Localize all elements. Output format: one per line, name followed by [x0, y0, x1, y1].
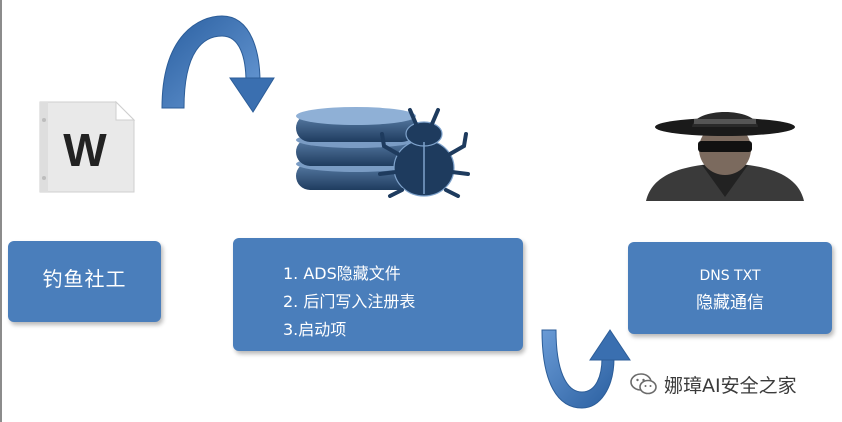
- step-list: 1. ADS隐藏文件 2. 后门写入注册表 3.启动项: [283, 260, 415, 344]
- list-item: 3.启动项: [283, 320, 347, 339]
- list-item: 2. 后门写入注册表: [283, 292, 416, 311]
- step-label: 钓鱼社工: [42, 267, 127, 291]
- step-box-dns: DNS TXT 隐藏通信: [628, 242, 832, 334]
- watermark-text: 娜璋AI安全之家: [664, 374, 797, 397]
- curved-arrow-icon: [541, 329, 631, 409]
- step-subtitle: 隐藏通信: [696, 293, 764, 313]
- hacker-icon: [646, 112, 804, 201]
- doc-letter: W: [63, 124, 107, 176]
- wechat-icon: [630, 373, 657, 395]
- watermark: 娜璋AI安全之家: [630, 370, 797, 398]
- database-bug-icon: [296, 107, 470, 198]
- step-title: DNS TXT: [699, 268, 761, 284]
- step-box-phishing: 钓鱼社工: [8, 241, 161, 322]
- list-item: 1. ADS隐藏文件: [283, 264, 401, 283]
- step-box-persistence: 1. ADS隐藏文件 2. 后门写入注册表 3.启动项: [233, 238, 523, 351]
- left-border: [0, 0, 2, 422]
- word-document-icon: W: [39, 100, 136, 193]
- curved-arrow-icon: [161, 15, 275, 113]
